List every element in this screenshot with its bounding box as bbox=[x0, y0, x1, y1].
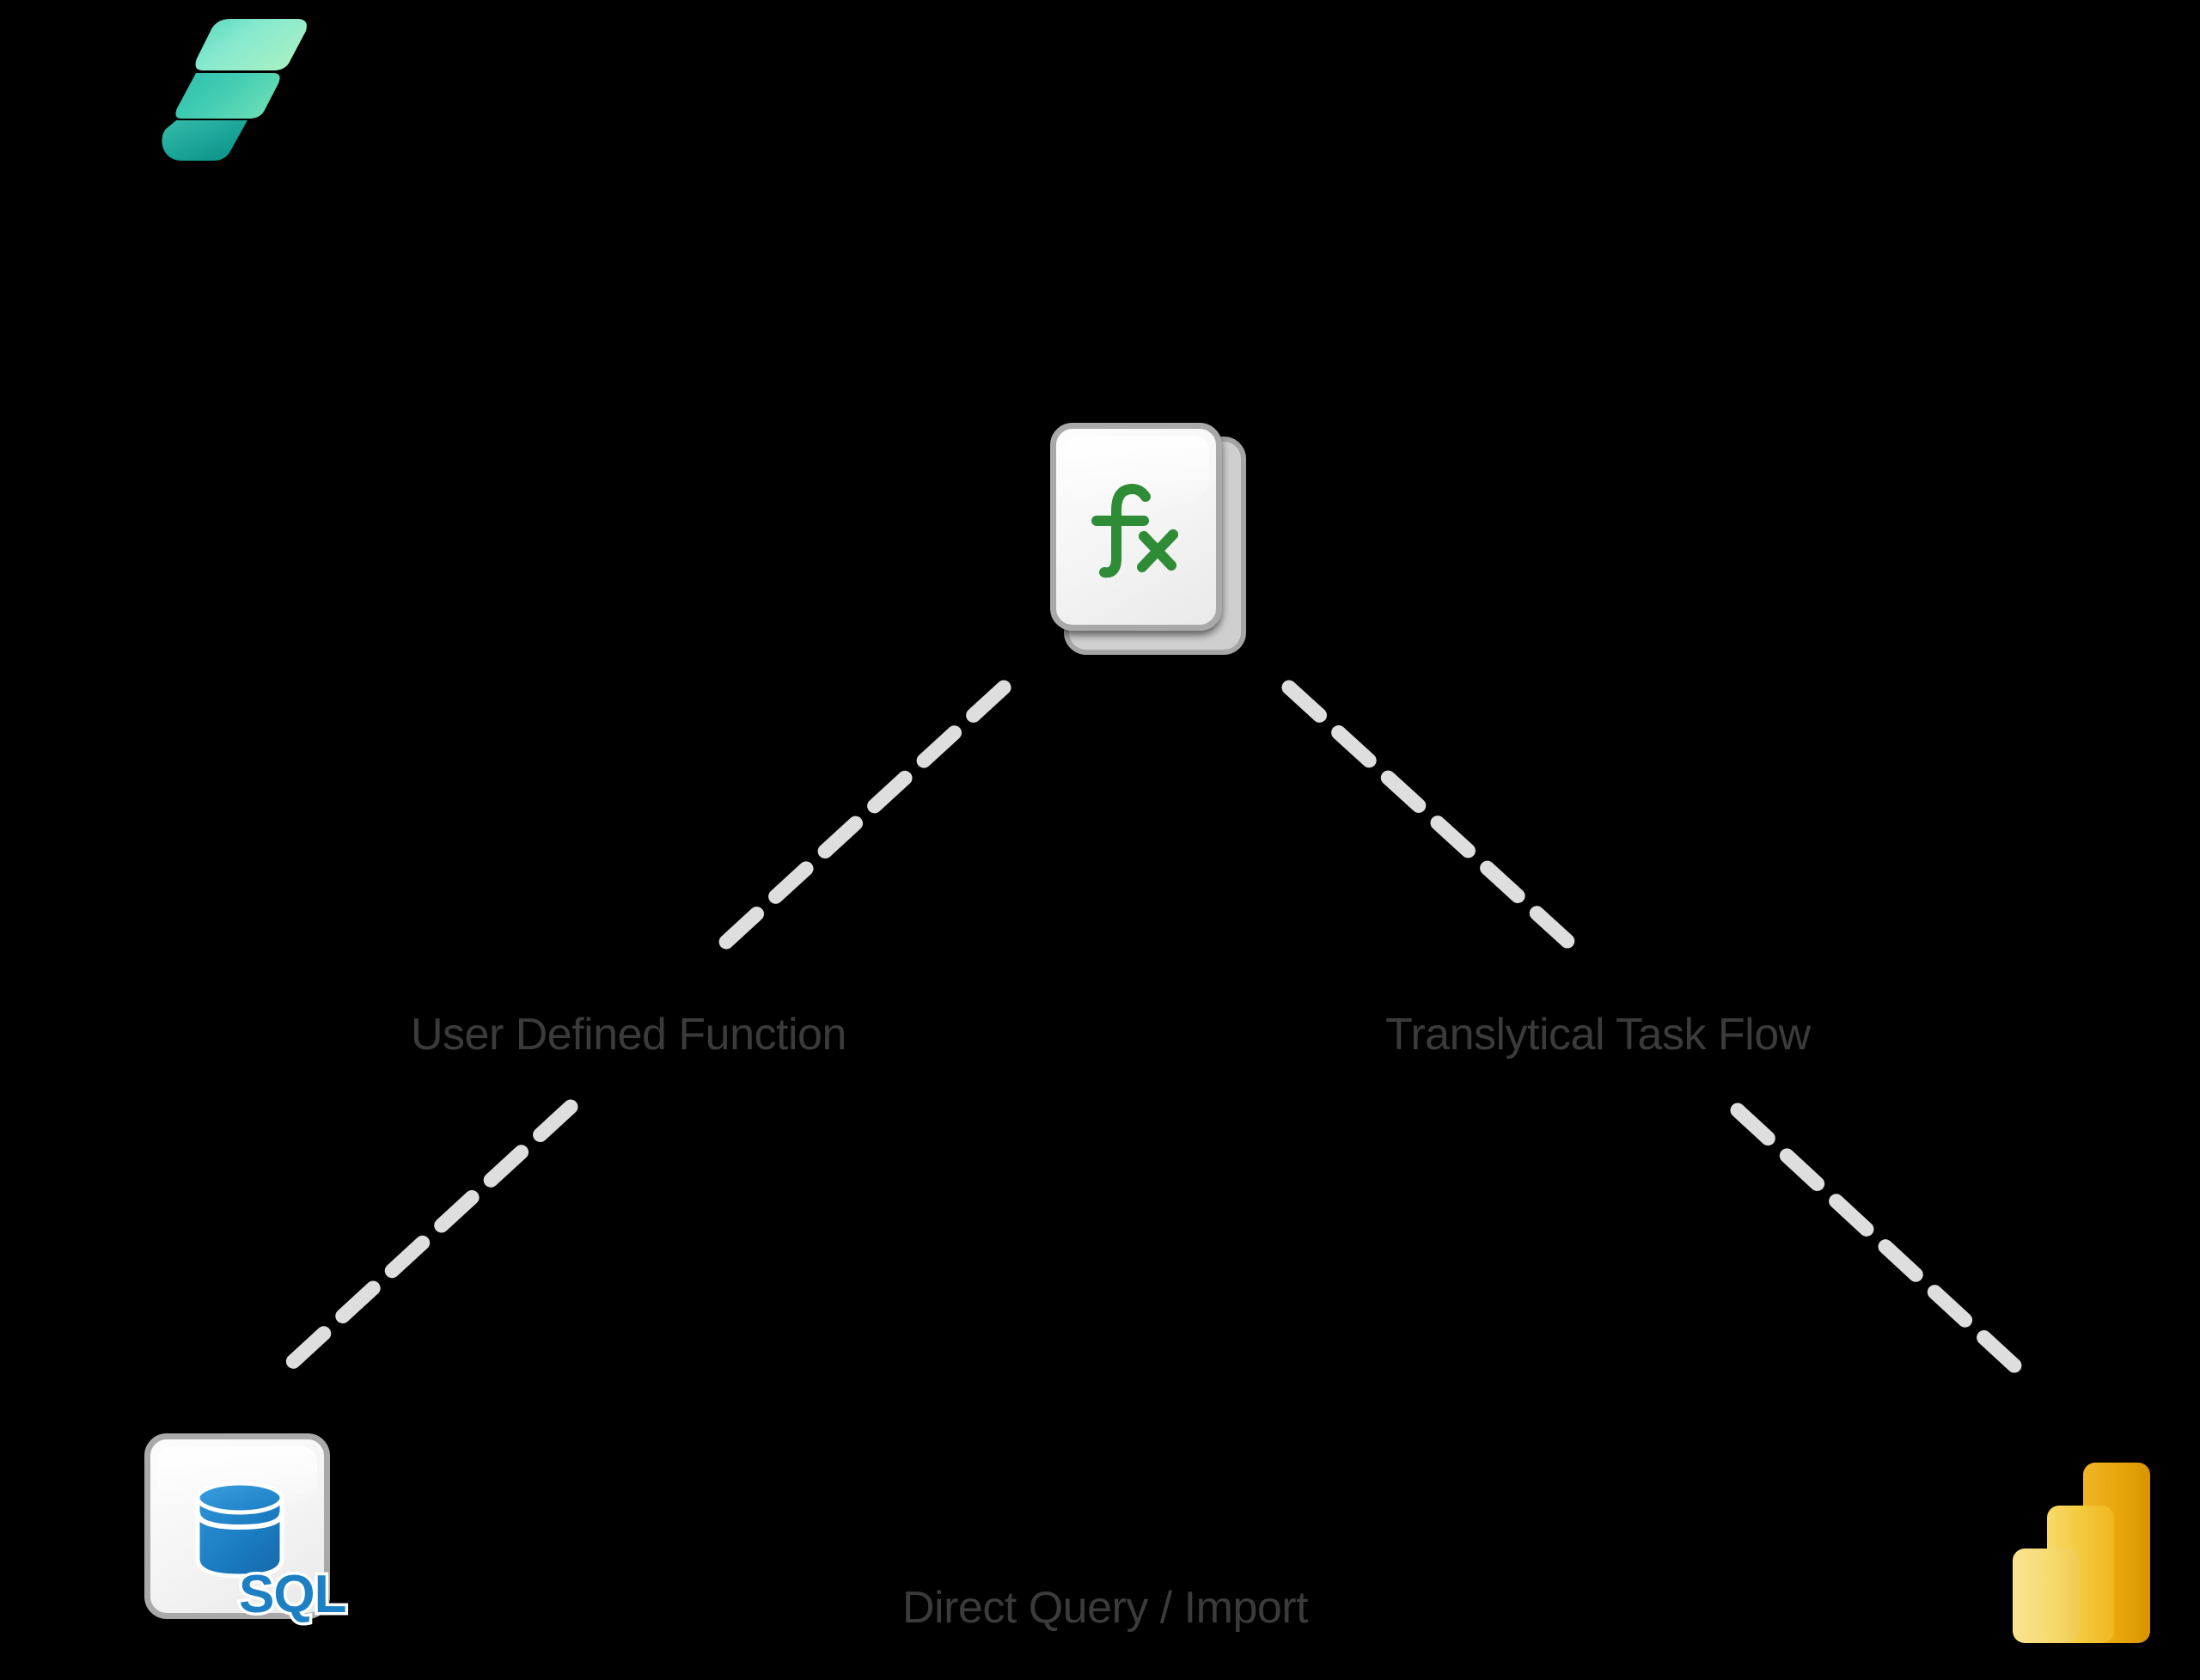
microsoft-fabric-logo bbox=[120, 9, 318, 163]
power-bi-bars-icon bbox=[2013, 1463, 2150, 1643]
edge-label-translytical-task-flow: Translytical Task Flow bbox=[1385, 1010, 1811, 1060]
user-defined-function-node[interactable] bbox=[1050, 423, 1246, 655]
database-cylinder-icon bbox=[195, 1481, 284, 1579]
fx-icon bbox=[1050, 423, 1236, 645]
edge-label-direct-query-import: Direct Query / Import bbox=[902, 1583, 1309, 1633]
edge-ttf-lower bbox=[1730, 1103, 2034, 1384]
fabric-ribbon-icon bbox=[162, 19, 307, 161]
power-bi-node[interactable] bbox=[2011, 1452, 2174, 1650]
edge-udf-lower bbox=[269, 1099, 578, 1384]
sql-database-node[interactable]: SQL bbox=[144, 1433, 351, 1648]
edge-udf-upper bbox=[707, 680, 1011, 960]
edge-ttf-upper bbox=[1281, 680, 1587, 960]
sql-label: SQL bbox=[235, 1562, 349, 1628]
fx-card bbox=[1050, 423, 1222, 631]
edge-label-user-defined-function: User Defined Function bbox=[411, 1010, 846, 1060]
